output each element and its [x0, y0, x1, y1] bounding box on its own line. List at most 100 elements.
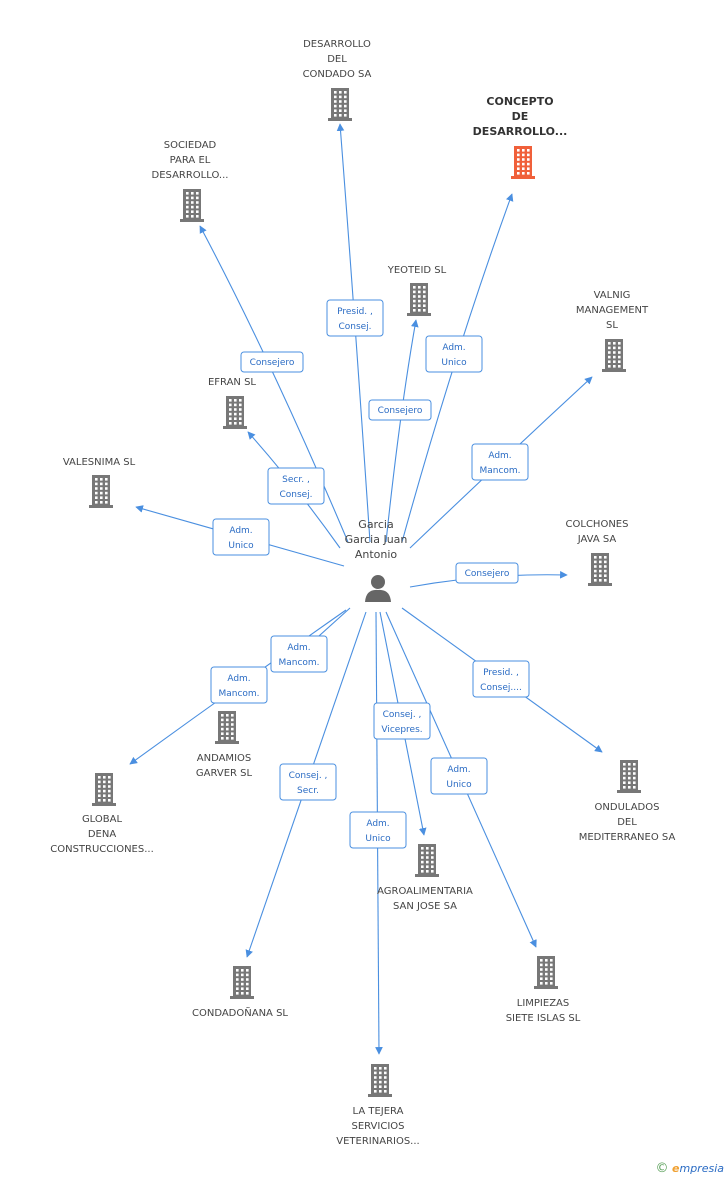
company-node-agroalimentaria[interactable]: AGROALIMENTARIA SAN JOSE SA: [377, 844, 473, 912]
role-badge-colchones-java[interactable]: Consejero: [455, 562, 519, 584]
company-label-line[interactable]: JAVA SA: [577, 534, 617, 545]
company-node-limpiezas[interactable]: LIMPIEZAS SIETE ISLAS SL: [506, 956, 581, 1024]
company-node-valnig[interactable]: VALNIG MANAGEMENT SL: [576, 290, 649, 372]
building-icon[interactable]: [215, 711, 239, 744]
company-label-line[interactable]: SOCIEDAD: [164, 140, 217, 151]
brand-logo-text: mpresia: [679, 1162, 724, 1175]
company-label-line[interactable]: MEDITERRANEO SA: [579, 832, 676, 843]
company-label-line[interactable]: DE: [512, 110, 529, 123]
company-node-valesnima[interactable]: VALESNIMA SL: [63, 457, 136, 508]
building-icon[interactable]: [511, 146, 535, 179]
company-label-line[interactable]: SAN JOSE SA: [393, 901, 457, 912]
role-label-line: Consej. ,: [383, 710, 422, 720]
company-label-line[interactable]: DEL: [617, 817, 637, 828]
role-label-line: Consej. ,: [289, 771, 328, 781]
building-icon[interactable]: [602, 339, 626, 372]
role-label-line: Adm.: [442, 343, 465, 353]
building-icon[interactable]: [588, 553, 612, 586]
role-label-line: Unico: [441, 358, 467, 368]
building-icon[interactable]: [368, 1064, 392, 1097]
role-label-line: Presid. ,: [337, 307, 373, 317]
company-label-line[interactable]: GLOBAL: [82, 814, 123, 825]
building-icon[interactable]: [223, 396, 247, 429]
company-node-concepto-desarrollo[interactable]: CONCEPTO DE DESARROLLO...: [473, 95, 568, 179]
company-label-line[interactable]: VALNIG: [594, 290, 631, 301]
company-node-la-tejera[interactable]: LA TEJERA SERVICIOS VETERINARIOS...: [336, 1064, 420, 1147]
role-badge-la-tejera[interactable]: Adm.Unico: [349, 811, 407, 849]
company-label-line[interactable]: CONCEPTO: [486, 95, 553, 108]
company-node-ondulados[interactable]: ONDULADOS DEL MEDITERRANEO SA: [579, 760, 676, 843]
person-name-line[interactable]: Garcia Juan: [345, 533, 408, 546]
building-icon[interactable]: [328, 88, 352, 121]
role-badge-concepto-desarrollo[interactable]: Adm. Unico: [425, 335, 483, 373]
role-label-line: Secr.: [297, 786, 319, 796]
company-label-line[interactable]: MANAGEMENT: [576, 305, 649, 316]
building-icon[interactable]: [534, 956, 558, 989]
company-label-line[interactable]: LA TEJERA: [353, 1106, 404, 1117]
company-label-line[interactable]: YEOTEID SL: [387, 265, 447, 276]
company-label-line[interactable]: ONDULADOS: [595, 802, 660, 813]
company-node-efran[interactable]: EFRAN SL: [208, 377, 256, 429]
role-badge-limpiezas[interactable]: Adm.Unico: [430, 757, 488, 795]
building-icon[interactable]: [180, 189, 204, 222]
company-node-colchones-java[interactable]: COLCHONES JAVA SA: [566, 519, 629, 586]
role-label-line: Vicepres.: [381, 725, 422, 735]
role-label-line: Adm.: [488, 451, 511, 461]
company-label-line[interactable]: EFRAN SL: [208, 377, 256, 388]
company-node-condadonana[interactable]: CONDADOÑANA SL: [192, 966, 288, 1019]
building-icon[interactable]: [407, 283, 431, 316]
role-badge-valesnima[interactable]: Adm.Unico: [212, 518, 270, 556]
company-label-line[interactable]: CONDADOÑANA SL: [192, 1006, 288, 1019]
company-label-line[interactable]: DESARROLLO: [303, 39, 371, 50]
company-label-line[interactable]: AGROALIMENTARIA: [377, 886, 473, 897]
company-label-line[interactable]: VETERINARIOS...: [336, 1136, 419, 1147]
company-node-yeoteid[interactable]: YEOTEID SL: [387, 265, 447, 316]
company-label-line[interactable]: CONSTRUCCIONES...: [50, 844, 154, 855]
person-name-line[interactable]: Antonio: [355, 548, 398, 561]
company-node-global-dena[interactable]: GLOBAL DENA CONSTRUCCIONES...: [50, 773, 154, 855]
person-icon[interactable]: [365, 575, 391, 602]
company-label-line[interactable]: COLCHONES: [566, 519, 629, 530]
company-label-line[interactable]: PARA EL: [170, 155, 211, 166]
role-label-line: Adm.: [229, 526, 252, 536]
company-label-line[interactable]: ANDAMIOS: [197, 753, 251, 764]
company-label-line[interactable]: SL: [606, 320, 618, 331]
person-name-line[interactable]: Garcia: [358, 518, 393, 531]
company-label-line[interactable]: SIETE ISLAS SL: [506, 1013, 581, 1024]
building-icon[interactable]: [617, 760, 641, 793]
company-label-line[interactable]: DENA: [88, 829, 116, 840]
company-node-desarrollo-condado[interactable]: DESARROLLO DEL CONDADO SA: [303, 39, 372, 121]
role-badge-yeoteid[interactable]: Consejero: [368, 399, 432, 421]
company-label-line[interactable]: DESARROLLO...: [152, 170, 229, 181]
building-icon[interactable]: [415, 844, 439, 877]
company-node-andamios-garver[interactable]: ANDAMIOS GARVER SL: [196, 711, 253, 779]
company-label-line[interactable]: GARVER SL: [196, 768, 253, 779]
role-badge-efran[interactable]: Secr. ,Consej.: [267, 467, 325, 505]
role-label-line: Consejero: [378, 406, 423, 416]
company-label-line[interactable]: CONDADO SA: [303, 69, 372, 80]
building-icon[interactable]: [92, 773, 116, 806]
company-label-line[interactable]: DESARROLLO...: [473, 125, 568, 138]
role-badge-condadonana[interactable]: Consej. , Secr.: [279, 763, 337, 801]
building-icon[interactable]: [230, 966, 254, 999]
company-label-line[interactable]: VALESNIMA SL: [63, 457, 136, 468]
role-label-line: Consej.: [338, 322, 371, 332]
role-badge-andamios-garver[interactable]: Adm.Mancom.: [270, 635, 328, 673]
company-label-line[interactable]: LIMPIEZAS: [517, 998, 570, 1009]
role-badge-valnig[interactable]: Adm.Mancom.: [471, 443, 529, 481]
role-badge-ondulados[interactable]: Presid. ,Consej....: [472, 660, 530, 698]
company-node-sociedad-desarrollo[interactable]: SOCIEDAD PARA EL DESARROLLO...: [152, 140, 229, 222]
role-badge-global-dena[interactable]: Adm.Mancom.: [210, 666, 268, 704]
company-label-line[interactable]: SERVICIOS: [351, 1121, 404, 1132]
copyright-icon: ©: [655, 1161, 669, 1176]
role-badge-sociedad-desarrollo[interactable]: Consejero: [240, 351, 304, 373]
building-icon[interactable]: [89, 475, 113, 508]
role-label-line: Mancom.: [278, 658, 319, 668]
footer-brand: © empresia: [656, 1161, 724, 1176]
company-label-line[interactable]: DEL: [327, 54, 347, 65]
role-badge-desarrollo-condado[interactable]: Presid. , Consej.: [326, 299, 384, 337]
role-badge-agroalimentaria[interactable]: Consej. , Vicepres.: [373, 702, 431, 740]
roles-layer: Presid. ,Consej.Adm.UnicoConsejeroConsej…: [210, 299, 530, 849]
